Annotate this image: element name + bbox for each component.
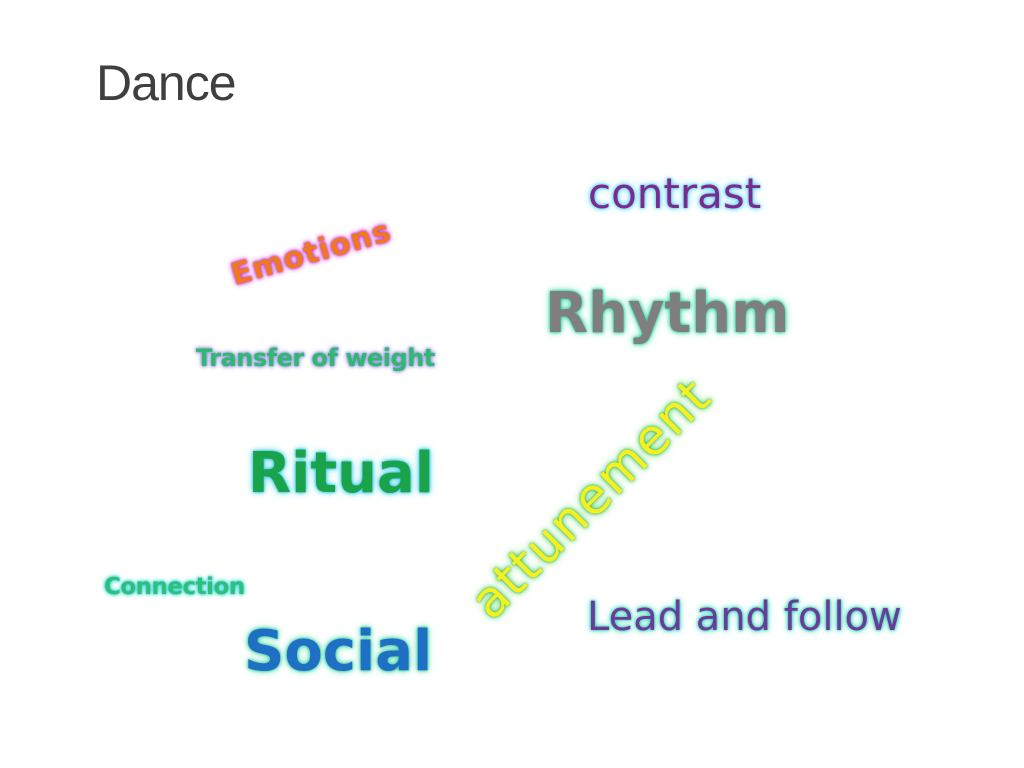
word-transfer-of-weight: Transfer of weight bbox=[196, 344, 435, 372]
word-attunement: attunement bbox=[459, 366, 723, 631]
word-lead-and-follow: Lead and follow bbox=[587, 594, 902, 640]
word-contrast: contrast bbox=[588, 169, 762, 218]
word-ritual: Ritual bbox=[248, 441, 434, 506]
word-connection: Connection bbox=[104, 574, 245, 600]
slide-title: Dance bbox=[96, 55, 237, 111]
word-emotions: Emotions bbox=[227, 213, 396, 293]
word-rhythm: Rhythm bbox=[545, 281, 790, 346]
word-social: Social bbox=[244, 619, 433, 684]
